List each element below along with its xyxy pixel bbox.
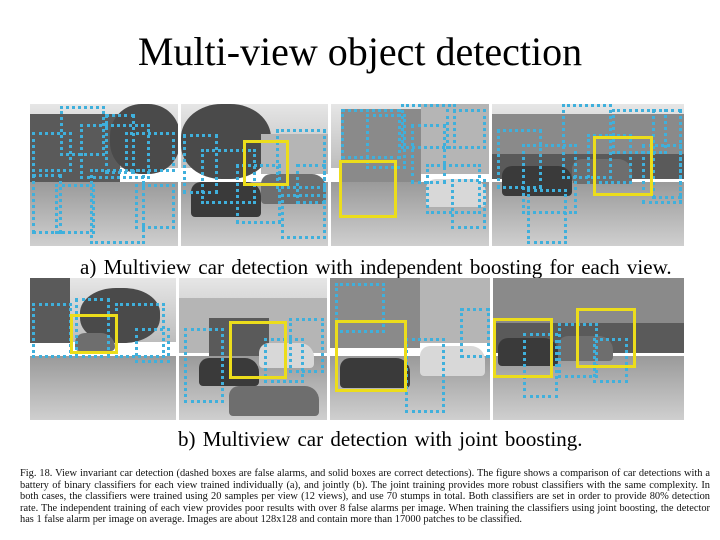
false-alarm-box [522, 144, 577, 214]
false-alarm-box [341, 109, 401, 159]
false-alarm-box [55, 184, 95, 234]
car [498, 338, 558, 366]
building [30, 278, 70, 343]
false-alarm-box [75, 298, 110, 358]
false-alarm-box [276, 129, 326, 189]
correct-detection-box [576, 308, 636, 368]
car [420, 346, 485, 376]
correct-detection-box [335, 320, 407, 392]
figure-caption: Fig. 18. View invariant car detection (d… [20, 468, 710, 526]
false-alarm-box [296, 164, 326, 204]
false-alarm-box [125, 132, 175, 172]
false-alarm-box [201, 149, 256, 204]
false-alarm-box [281, 194, 326, 239]
detection-row-joint [30, 278, 684, 420]
false-alarm-box [105, 114, 135, 174]
street-photo [493, 278, 684, 420]
false-alarm-box [32, 132, 72, 172]
correct-detection-box [229, 321, 287, 379]
slide-title: Multi-view object detection [137, 29, 583, 74]
street-photo [179, 278, 327, 420]
correct-detection-box [493, 318, 553, 378]
false-alarm-box [135, 184, 175, 229]
caption-joint-boosting: b) Multiview car detection with joint bo… [178, 427, 583, 451]
false-alarm-box [335, 283, 385, 333]
street-photo [330, 278, 490, 420]
false-alarm-box [593, 338, 628, 383]
false-alarm-box [236, 164, 281, 224]
false-alarm-box [80, 124, 150, 179]
road [30, 182, 178, 246]
false-alarm-box [32, 303, 72, 358]
false-alarm-box [135, 328, 170, 363]
street-photo [492, 104, 684, 246]
car [229, 386, 319, 416]
street-photo [30, 104, 178, 246]
street-photo [331, 104, 489, 246]
false-alarm-box [587, 134, 632, 184]
car [75, 333, 115, 351]
car [572, 159, 632, 184]
street-photo [181, 104, 328, 246]
false-alarm-box [497, 129, 542, 189]
detection-row-independent [30, 104, 684, 246]
false-alarm-box [184, 328, 224, 403]
false-alarm-box [366, 114, 406, 169]
correct-detection-box [70, 314, 118, 354]
false-alarm-box [527, 189, 567, 244]
false-alarm-box [90, 169, 145, 244]
correct-detection-box [593, 136, 653, 196]
correct-detection-box [243, 140, 289, 186]
false-alarm-box [451, 179, 486, 229]
false-alarm-box [401, 104, 456, 149]
street-photo [30, 278, 176, 420]
false-alarm-box [405, 338, 445, 413]
false-alarm-box [652, 109, 682, 199]
false-alarm-box [183, 134, 218, 194]
car [340, 358, 410, 388]
false-alarm-box [460, 308, 490, 358]
false-alarm-box [289, 318, 324, 373]
false-alarm-box [612, 109, 667, 154]
car [261, 174, 326, 204]
road [30, 356, 176, 420]
false-alarm-box [523, 333, 558, 398]
false-alarm-box [32, 174, 62, 234]
correct-detection-box [339, 160, 397, 218]
false-alarm-box [446, 109, 486, 149]
caption-independent-boosting: a) Multiview car detection with independ… [80, 255, 672, 279]
